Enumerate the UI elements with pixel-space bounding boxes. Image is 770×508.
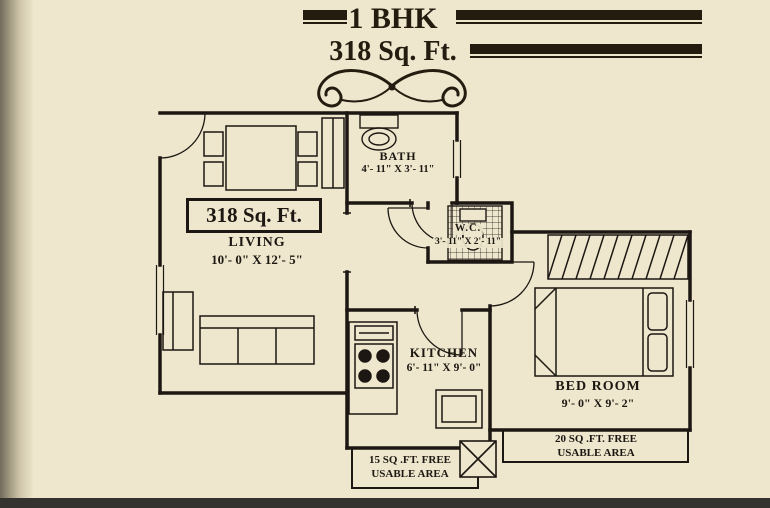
free-area-20-box	[502, 429, 689, 463]
dining-table-icon	[203, 125, 318, 191]
wardrobe-icon	[547, 234, 689, 280]
sofa-icon	[199, 315, 315, 365]
free-area-20-line1: 20 SQ .FT. FREE	[554, 433, 638, 445]
wash-basin-icon	[359, 114, 399, 151]
header-rule-left-1	[303, 10, 347, 24]
area-badge: 318 Sq. Ft.	[186, 198, 322, 233]
window-marks	[155, 140, 695, 368]
scan-bottom-edge	[0, 498, 770, 508]
stove-icon	[348, 321, 398, 415]
flourish-ornament	[317, 69, 467, 108]
walls	[158, 111, 692, 450]
wc-label: W.C.	[452, 223, 484, 235]
bed-icon	[534, 287, 674, 377]
scan-left-edge	[0, 0, 34, 508]
header-rule-right-2	[470, 44, 702, 58]
page-title-area: 318 Sq. Ft.	[329, 36, 457, 67]
page-title-bhk: 1 BHK	[348, 2, 438, 35]
bedroom-label: BED ROOM	[555, 379, 641, 394]
header-rule-right-1	[456, 10, 702, 24]
living-label: LIVING	[228, 235, 286, 250]
bedroom-dims: 9'- 0" X 9'- 2"	[561, 396, 635, 410]
free-area-15-line2: USABLE AREA	[371, 468, 449, 480]
free-area-15-line1: 15 SQ .FT. FREE	[368, 454, 452, 466]
wall-opening-ticks	[343, 199, 416, 314]
free-area-20-line2: USABLE AREA	[557, 447, 635, 459]
wc-dims: 3'- 11" X 2'- 11"	[433, 237, 503, 248]
crossed-box-icon	[459, 440, 497, 478]
living-dims: 10'- 0" X 12'- 5"	[211, 252, 303, 267]
kitchen-platform-icon	[435, 389, 483, 429]
side-seat-icon	[162, 291, 194, 351]
cabinet-icon	[321, 117, 345, 189]
kitchen-label: KITCHEN	[409, 345, 479, 360]
bath-label: BATH	[379, 149, 417, 163]
kitchen-dims: 6'- 11" X 9'- 0"	[406, 362, 482, 374]
bath-dims: 4'- 11" X 3'- 11"	[361, 164, 435, 175]
